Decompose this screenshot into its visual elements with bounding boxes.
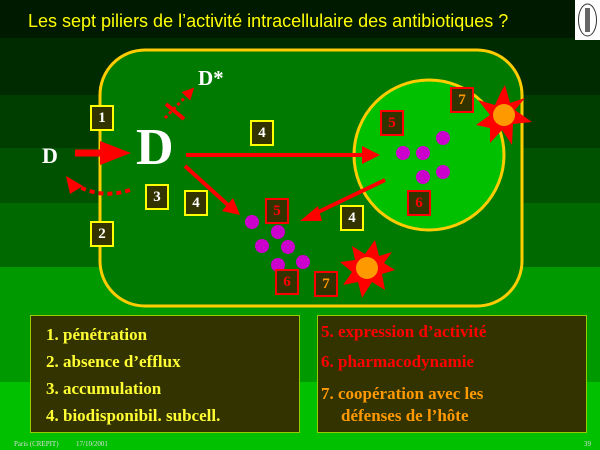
step-7-box: 7: [450, 87, 474, 113]
institution-logo: [575, 0, 600, 40]
step-4-box: 4: [250, 120, 274, 146]
legend-item: 5. expression d’activité: [321, 322, 487, 341]
step-5-box: 5: [380, 110, 404, 136]
step-6-box: 6: [407, 190, 431, 216]
legend-item: 6. pharmacodynamie: [321, 352, 474, 371]
step-1-box: 1: [90, 105, 114, 131]
drug-inside-label: D: [136, 119, 174, 176]
legend-right-panel: 5. expression d’activité 6. pharmacodyna…: [317, 315, 587, 433]
legend-item: 3. accumulation: [46, 379, 162, 398]
drug-inactivated-label: D*: [198, 66, 224, 90]
cell-diagram: [66, 48, 532, 308]
bg-band: [0, 0, 600, 38]
arrow-to-cytoplasm: [183, 164, 230, 207]
step-4-box: 4: [340, 205, 364, 231]
legend-item: défenses de l’hôte: [341, 406, 469, 425]
legend-item: 2. absence d’efflux: [46, 352, 181, 371]
step-5-box: 5: [265, 198, 289, 224]
legend-item: 7. coopération avec les: [321, 384, 484, 403]
step-2-box: 2: [90, 221, 114, 247]
step-7-box: 7: [314, 271, 338, 297]
legend-item: 1. pénétration: [46, 325, 148, 344]
inactivation-arrow: [163, 87, 195, 120]
nucleus-targets: [396, 131, 450, 184]
legend-item: 4. biodisponibil. subcell.: [46, 406, 221, 425]
step-4-box: 4: [184, 190, 208, 216]
step-3-box: 3: [145, 184, 169, 210]
arrow-from-nucleus: [311, 178, 386, 217]
burst-icon: [340, 240, 395, 298]
cytoplasm-targets: [245, 215, 310, 272]
page-number: 39: [584, 440, 591, 448]
drug-outside-label: D: [42, 143, 58, 168]
footer-date: 17/10/2001: [76, 440, 108, 448]
step-6-box: 6: [275, 269, 299, 295]
footer-source: Paris (CREPIT): [14, 440, 59, 448]
legend-left-panel: 1. pénétration 2. absence d’efflux 3. ac…: [30, 315, 300, 433]
slide-title: Les sept piliers de l’activité intracell…: [28, 11, 509, 31]
burst-icon: [476, 85, 532, 145]
